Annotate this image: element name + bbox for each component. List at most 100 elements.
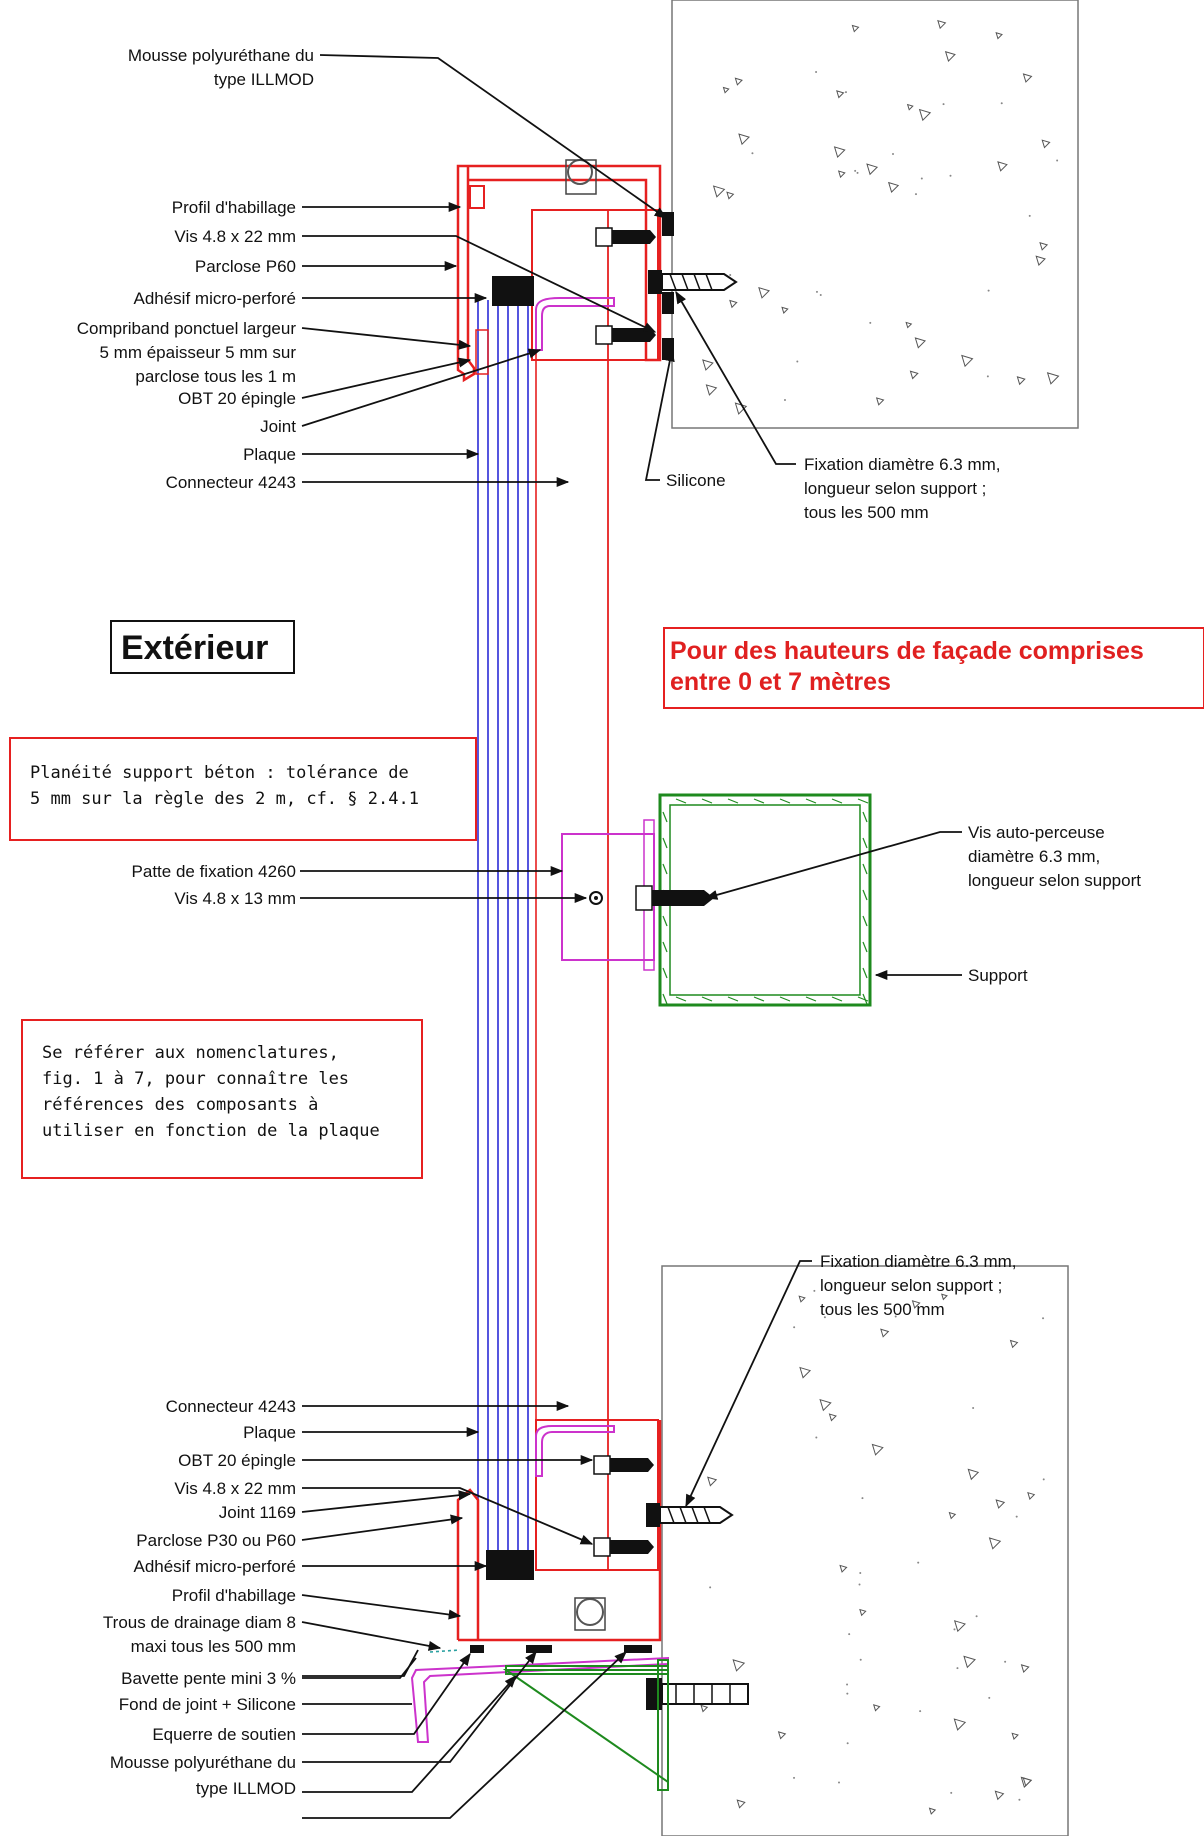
label-planeite-2: 5 mm sur la règle des 2 m, cf. § 2.4.1 — [30, 789, 419, 809]
aggregate-mark — [917, 1561, 920, 1564]
label-compriband-2: 5 mm épaisseur 5 mm sur — [100, 343, 297, 362]
label-equerre: Equerre de soutien — [152, 1725, 296, 1744]
label-profil-top: Profil d'habillage — [172, 198, 296, 217]
aggregate-mark — [914, 337, 927, 349]
aggregate-mark — [1056, 159, 1059, 162]
bottom-profile-assembly — [410, 1419, 749, 1791]
label-fixation-top-3: tous les 500 mm — [804, 503, 929, 522]
label-profil-bottom: Profil d'habillage — [172, 1586, 296, 1605]
tube-hatch-mark — [779, 996, 791, 1002]
tube-hatch-mark — [862, 889, 868, 901]
aggregate-mark — [919, 1710, 922, 1713]
aggregate-mark — [1041, 139, 1051, 149]
tube-hatch-mark — [779, 798, 791, 804]
label-joint-bottom: Joint 1169 — [219, 1503, 296, 1522]
label-connecteur-top: Connecteur 4243 — [166, 473, 296, 492]
aggregate-mark — [911, 1300, 921, 1309]
aggregate-mark — [823, 1316, 826, 1319]
label-fond: Fond de joint + Silicone — [119, 1695, 296, 1714]
aggregate-mark — [844, 91, 847, 94]
aggregate-mark — [1018, 1798, 1021, 1801]
aggregate-mark — [815, 1436, 818, 1439]
aggregate-mark — [793, 1776, 796, 1779]
aggregate-mark — [1009, 1339, 1019, 1349]
concrete-aggregate-bottom — [700, 1289, 1045, 1815]
aggregate-mark — [732, 1659, 746, 1672]
label-vis-auto-3: longueur selon support — [968, 871, 1141, 890]
aggregate-mark — [950, 1791, 953, 1794]
label-hauteurs-1: Pour des hauteurs de façade comprises — [670, 637, 1144, 665]
label-exterieur: Extérieur — [121, 629, 268, 667]
aggregate-mark — [953, 1718, 967, 1731]
tube-hatch-mark — [805, 996, 817, 1002]
tube-hatch-mark — [862, 837, 868, 849]
aggregate-mark — [859, 1658, 862, 1661]
tube-hatch-mark — [727, 798, 739, 804]
aggregate-mark — [1039, 241, 1049, 251]
screw-bottom-2 — [593, 1537, 654, 1557]
aggregate-mark — [815, 290, 818, 293]
label-obt-bottom: OBT 20 épingle — [178, 1451, 296, 1470]
aggregate-mark — [906, 103, 914, 111]
label-mousse-top-1: Mousse polyuréthane du — [128, 46, 314, 65]
label-mousse-top-2: type ILLMOD — [214, 70, 314, 89]
aggregate-mark — [928, 1807, 937, 1815]
aggregate-mark — [854, 169, 857, 172]
aggregate-mark — [937, 19, 947, 30]
label-vis-auto-1: Vis auto-perceuse — [968, 823, 1105, 842]
label-compriband-3: parclose tous les 1 m — [135, 367, 296, 386]
aggregate-mark — [988, 1537, 1002, 1550]
aggregate-mark — [846, 1742, 849, 1745]
aggregate-mark — [920, 177, 923, 180]
tube-hatch-mark — [662, 941, 668, 953]
aggregate-mark — [839, 1564, 848, 1573]
tube-hatch-mark — [831, 996, 843, 1002]
tube-hatch-mark — [662, 863, 668, 875]
label-mousse-bottom-1: Mousse polyuréthane du — [110, 1753, 296, 1772]
concrete-bottom — [661, 1265, 1069, 1836]
aggregate-mark — [942, 103, 945, 106]
aggregate-mark — [777, 1731, 787, 1740]
aggregate-mark — [700, 1704, 709, 1713]
aggregate-mark — [861, 1497, 864, 1500]
tube-hatch-mark — [701, 996, 713, 1002]
aggregate-mark — [1046, 372, 1060, 385]
aggregate-mark — [815, 70, 818, 73]
aggregate-mark — [880, 1328, 890, 1338]
aggregate-mark — [836, 90, 845, 99]
aggregate-mark — [799, 1366, 812, 1379]
aggregate-mark — [1035, 255, 1046, 266]
label-plaque-bottom: Plaque — [243, 1423, 296, 1442]
tube-hatch-mark — [662, 837, 668, 849]
aggregate-mark — [781, 306, 789, 314]
support-tube — [658, 793, 872, 1007]
label-planeite-1: Planéité support béton : tolérance de — [30, 763, 409, 783]
aggregate-mark — [914, 193, 917, 196]
concrete-aggregate-top — [702, 19, 1060, 415]
label-support: Support — [968, 966, 1028, 985]
label-vis-top: Vis 4.8 x 22 mm — [174, 227, 296, 246]
label-obt-top: OBT 20 épingle — [178, 389, 296, 408]
aggregate-mark — [869, 321, 872, 324]
label-hauteurs-2: entre 0 et 7 mètres — [670, 668, 891, 696]
aggregate-mark — [1022, 1777, 1033, 1787]
aggregate-mark — [1020, 1664, 1030, 1673]
aggregate-mark — [726, 191, 735, 200]
aggregate-mark — [837, 170, 846, 179]
label-adhesif-bottom: Adhésif micro-perforé — [133, 1557, 296, 1576]
aggregate-mark — [707, 1476, 718, 1487]
tube-hatch-mark — [862, 863, 868, 875]
aggregate-mark — [994, 1790, 1005, 1801]
label-mousse-bottom-2: type ILLMOD — [196, 1779, 296, 1798]
aggregate-mark — [961, 354, 974, 368]
screw-top-1 — [595, 227, 656, 247]
aggregate-mark — [953, 1628, 956, 1631]
aggregate-mark — [813, 1289, 816, 1292]
tube-hatch-mark — [862, 993, 868, 1005]
top-labels: Mousse polyuréthane du type ILLMOD Profi… — [77, 46, 1001, 522]
aggregate-mark — [851, 24, 860, 33]
aggregate-mark — [963, 1655, 976, 1669]
label-parclose-bottom: Parclose P30 ou P60 — [136, 1531, 296, 1550]
bottom-labels: Fixation diamètre 6.3 mm, longueur selon… — [103, 1252, 1017, 1798]
label-fixation-bottom-1: Fixation diamètre 6.3 mm, — [820, 1252, 1017, 1271]
